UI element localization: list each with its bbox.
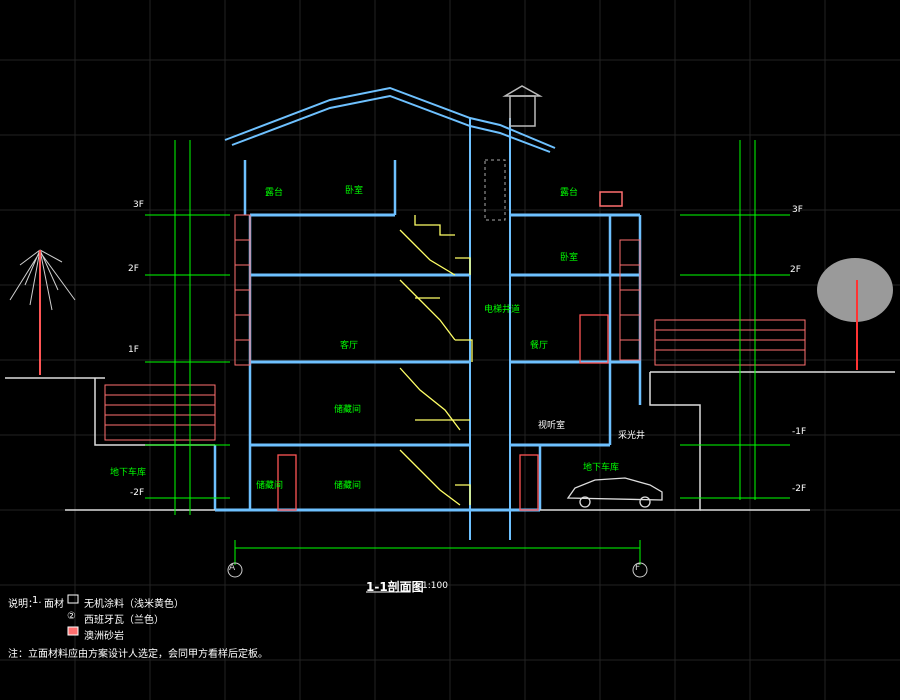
room-multi: 视听室: [538, 421, 566, 431]
tree-right: [817, 258, 893, 322]
drawing-title: 1-1剖面图: [366, 580, 424, 594]
planter: [599, 191, 623, 207]
level-2f-right: 2F: [790, 265, 801, 275]
legend-swatch-1: [67, 594, 79, 604]
car: [566, 477, 663, 508]
ground-line: [5, 371, 895, 511]
room-terrace-left: 露台: [265, 188, 284, 198]
level-3f-left: 3F: [133, 200, 144, 210]
brick-walls: [104, 319, 806, 441]
elevator-shaft: [484, 159, 506, 221]
room-storage: 储藏间: [334, 405, 362, 415]
walls: [213, 160, 642, 510]
level-3f-right: 3F: [792, 205, 803, 215]
drawing-scale: 1:100: [422, 581, 448, 591]
room-living: 客厅: [340, 341, 359, 351]
room-storage-2: 储藏间: [256, 481, 284, 491]
dimension-lines: [145, 140, 790, 565]
level-1f-left: 1F: [128, 345, 139, 355]
chimney: [502, 85, 543, 127]
roof: [224, 86, 556, 540]
level-m1f-right: -1F: [792, 427, 807, 437]
floor-slabs: [215, 213, 640, 512]
tree-left: [9, 249, 76, 375]
doors: [277, 314, 609, 511]
room-terrace-right: 露台: [560, 188, 579, 198]
level-m2f-right: -2F: [792, 484, 807, 494]
legend-item1-num: 1.: [32, 595, 42, 606]
legend-item1-text: 无机涂料（浅米黄色）: [84, 599, 184, 610]
axis-a: A: [229, 563, 236, 573]
room-dining: 餐厅: [530, 341, 549, 351]
room-bedroom-top: 卧室: [345, 186, 364, 196]
stairs: [399, 215, 473, 506]
room-garden: 采光井: [618, 431, 646, 441]
level-2f-left: 2F: [128, 264, 139, 274]
legend-swatch-3: [67, 626, 79, 636]
legend-footnote: 注：立面材料应由方案设计人选定，会同甲方看样后定板。: [8, 649, 268, 660]
legend-item3-text: 澳洲砂岩: [84, 631, 124, 642]
legend-item2-text: 西班牙瓦（兰色）: [84, 615, 164, 626]
axis-bubbles: [227, 562, 648, 578]
legend-item2-num: ②: [67, 611, 76, 622]
level-m2f-left: -2F: [130, 488, 145, 498]
legend-item1-label: 面材: [44, 599, 64, 610]
room-storage-3: 储藏间: [334, 481, 362, 491]
legend-heading: 说明：: [8, 599, 38, 610]
room-elevator: 电梯井道: [484, 305, 521, 315]
room-garage-right: 地下车库: [583, 463, 620, 473]
room-garage-left: 地下车库: [110, 468, 147, 478]
room-bedroom-right: 卧室: [560, 253, 579, 263]
axis-f: F: [635, 563, 641, 573]
brick-columns: [234, 214, 641, 366]
